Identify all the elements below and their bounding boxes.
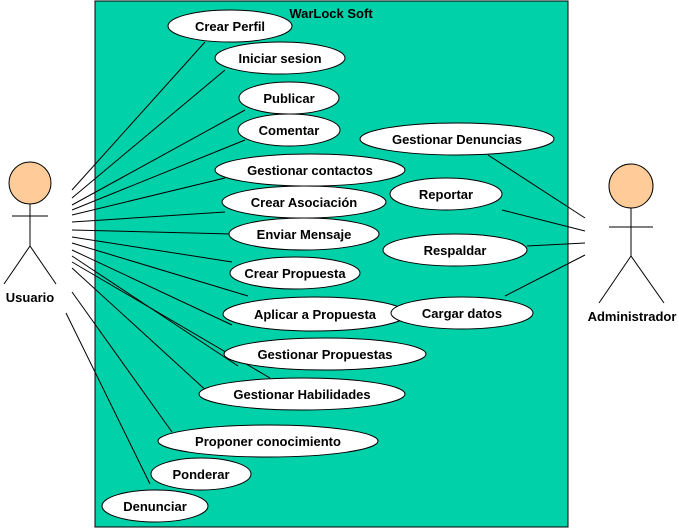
administrador-associations (487, 154, 586, 297)
use-case-enviar-mensaje[interactable]: Enviar Mensaje (228, 217, 380, 251)
system-title: WarLock Soft (289, 6, 373, 21)
use-case-label: Enviar Mensaje (257, 227, 352, 242)
use-case-gestionar-denuncias[interactable]: Gestionar Denuncias (359, 122, 555, 156)
use-case-comentar[interactable]: Comentar (237, 113, 341, 147)
use-case-label: Crear Perfil (195, 19, 265, 34)
use-case-label: Aplicar a Propuesta (254, 307, 377, 322)
use-case-proponer-conocimiento[interactable]: Proponer conocimiento (157, 424, 379, 458)
use-case-label: Gestionar contactos (247, 163, 373, 178)
use-case-label: Iniciar sesion (238, 51, 321, 66)
use-case-publicar[interactable]: Publicar (238, 81, 340, 115)
use-case-label: Cargar datos (422, 306, 502, 321)
use-case-ponderar[interactable]: Ponderar (150, 457, 252, 491)
actor-head (608, 163, 654, 209)
use-case-label: Publicar (263, 91, 314, 106)
use-case-crear-propuesta[interactable]: Crear Propuesta (229, 256, 361, 290)
actor-head (8, 161, 52, 205)
use-case-denunciar[interactable]: Denunciar (101, 489, 209, 523)
use-case-respaldar[interactable]: Respaldar (382, 233, 528, 267)
use-case-aplicar-propuesta[interactable]: Aplicar a Propuesta (222, 296, 408, 332)
actor-usuario[interactable]: Usuario (3, 161, 57, 305)
use-case-cargar-datos[interactable]: Cargar datos (390, 296, 534, 330)
usuario-associations (65, 41, 271, 485)
use-case-label: Gestionar Propuestas (257, 347, 392, 362)
use-case-label: Gestionar Habilidades (233, 387, 370, 402)
use-case-label: Crear Asociación (251, 195, 358, 210)
use-case-crear-perfil[interactable]: Crear Perfil (167, 9, 293, 43)
use-case-label: Respaldar (424, 243, 487, 258)
use-case-label: Reportar (419, 187, 473, 202)
actor-label: Administrador (588, 309, 677, 324)
actor-label: Usuario (6, 290, 54, 305)
use-case-label: Denunciar (123, 499, 187, 514)
use-case-label: Crear Propuesta (244, 266, 346, 281)
use-case-label: Comentar (259, 123, 320, 138)
actor-administrador[interactable]: Administrador (588, 163, 677, 324)
use-case-gestionar-contactos[interactable]: Gestionar contactos (214, 153, 406, 187)
use-case-iniciar-sesion[interactable]: Iniciar sesion (214, 41, 346, 75)
use-case-label: Proponer conocimiento (195, 434, 341, 449)
use-case-reportar[interactable]: Reportar (389, 177, 503, 211)
use-case-label: Ponderar (172, 467, 229, 482)
use-case-label: Gestionar Denuncias (392, 132, 522, 147)
use-case-gestionar-propuestas[interactable]: Gestionar Propuestas (223, 337, 427, 371)
use-case-gestionar-habilidades[interactable]: Gestionar Habilidades (198, 377, 406, 411)
use-case-crear-asociacion[interactable]: Crear Asociación (221, 185, 387, 219)
